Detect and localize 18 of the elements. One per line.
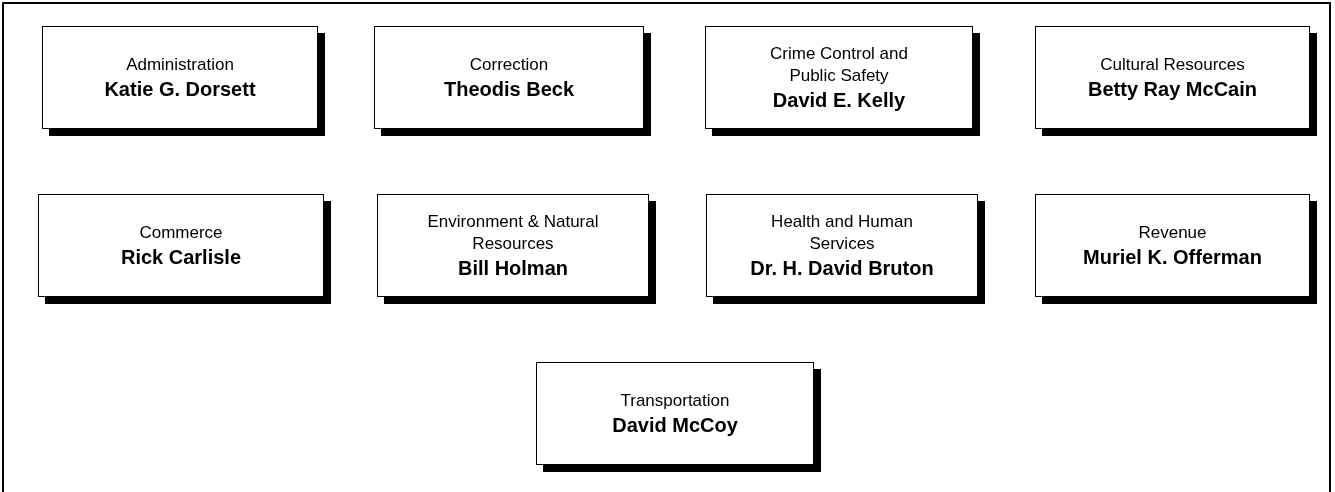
secretary-name: Dr. H. David Bruton: [750, 255, 934, 281]
department-name: Crime Control and Public Safety: [769, 42, 909, 87]
secretary-name: Rick Carlisle: [120, 244, 242, 270]
department-name: Environment & Natural Resources: [426, 210, 600, 255]
secretary-name: Muriel K. Offerman: [1083, 244, 1262, 270]
department-name: Revenue: [1138, 221, 1207, 244]
department-name: Commerce: [139, 221, 223, 244]
department-name: Cultural Resources: [1100, 53, 1245, 76]
secretary-name: Bill Holman: [458, 255, 568, 281]
department-name: Administration: [126, 53, 234, 76]
department-name: Transportation: [620, 389, 730, 412]
secretary-name: Katie G. Dorsett: [104, 76, 256, 102]
department-name: Correction: [469, 53, 549, 76]
secretary-name: David E. Kelly: [772, 87, 906, 113]
department-name: Health and Human Services: [770, 210, 914, 255]
secretary-name: Betty Ray McCain: [1088, 76, 1257, 102]
secretary-name: Theodis Beck: [443, 76, 574, 102]
secretary-name: David McCoy: [612, 412, 738, 438]
